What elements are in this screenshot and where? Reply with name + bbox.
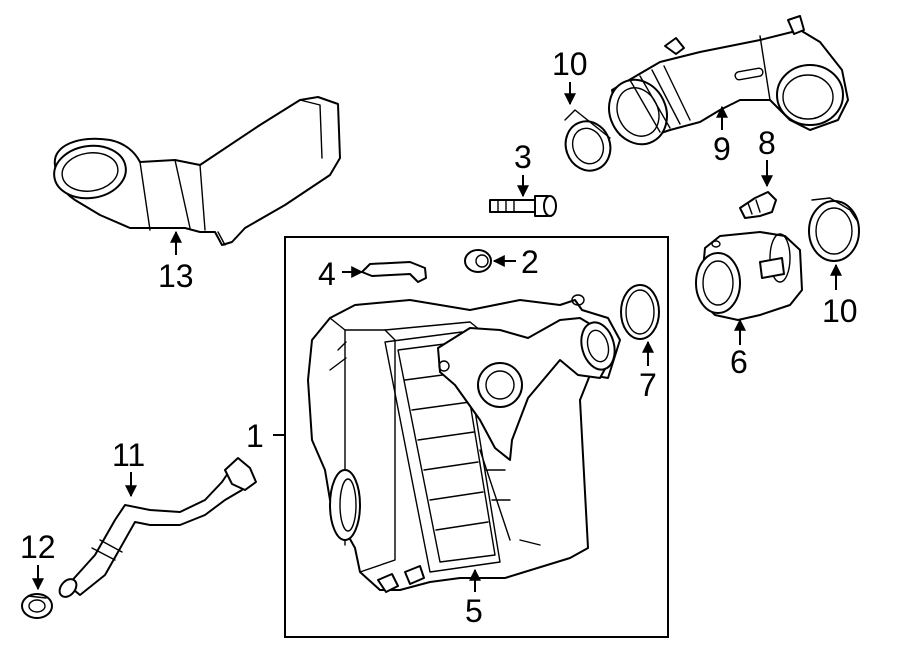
assembly-frame — [284, 236, 669, 638]
callout-3: 3 — [514, 139, 532, 175]
callout-2: 2 — [521, 244, 539, 280]
callout-10-lower: 10 — [822, 293, 858, 329]
callout-12: 12 — [20, 529, 56, 565]
callout-7: 7 — [639, 367, 657, 403]
part-7-gasket[interactable] — [620, 284, 660, 340]
part-12-clamp[interactable] — [21, 593, 53, 619]
callout-5: 5 — [465, 593, 483, 629]
part-9-intake-boot[interactable] — [599, 15, 849, 154]
part-13-intake-duct[interactable] — [51, 96, 341, 246]
callout-1: 1 — [246, 418, 264, 454]
callout-6: 6 — [730, 344, 748, 380]
callout-10-upper: 10 — [552, 46, 588, 82]
part-10-clamp-lower[interactable] — [808, 197, 860, 262]
callouts: 1 2 3 4 5 6 7 8 9 10 10 11 12 13 — [20, 46, 858, 629]
part-3-bolt[interactable] — [489, 195, 557, 217]
callout-8: 8 — [758, 125, 776, 161]
callout-13: 13 — [158, 258, 194, 294]
part-2-grommet[interactable] — [464, 249, 492, 273]
part-11-hose[interactable] — [56, 457, 257, 600]
callout-9: 9 — [713, 131, 731, 167]
part-10-clamp-upper[interactable] — [559, 109, 617, 177]
callout-11: 11 — [112, 437, 145, 473]
part-6-maf-sensor[interactable] — [695, 231, 803, 321]
callout-4: 4 — [318, 256, 336, 292]
leader-lines — [32, 82, 842, 592]
part-1-air-cleaner-housing[interactable] — [307, 294, 621, 593]
part-8-fitting[interactable] — [739, 191, 777, 219]
part-4-clip[interactable] — [361, 261, 427, 283]
